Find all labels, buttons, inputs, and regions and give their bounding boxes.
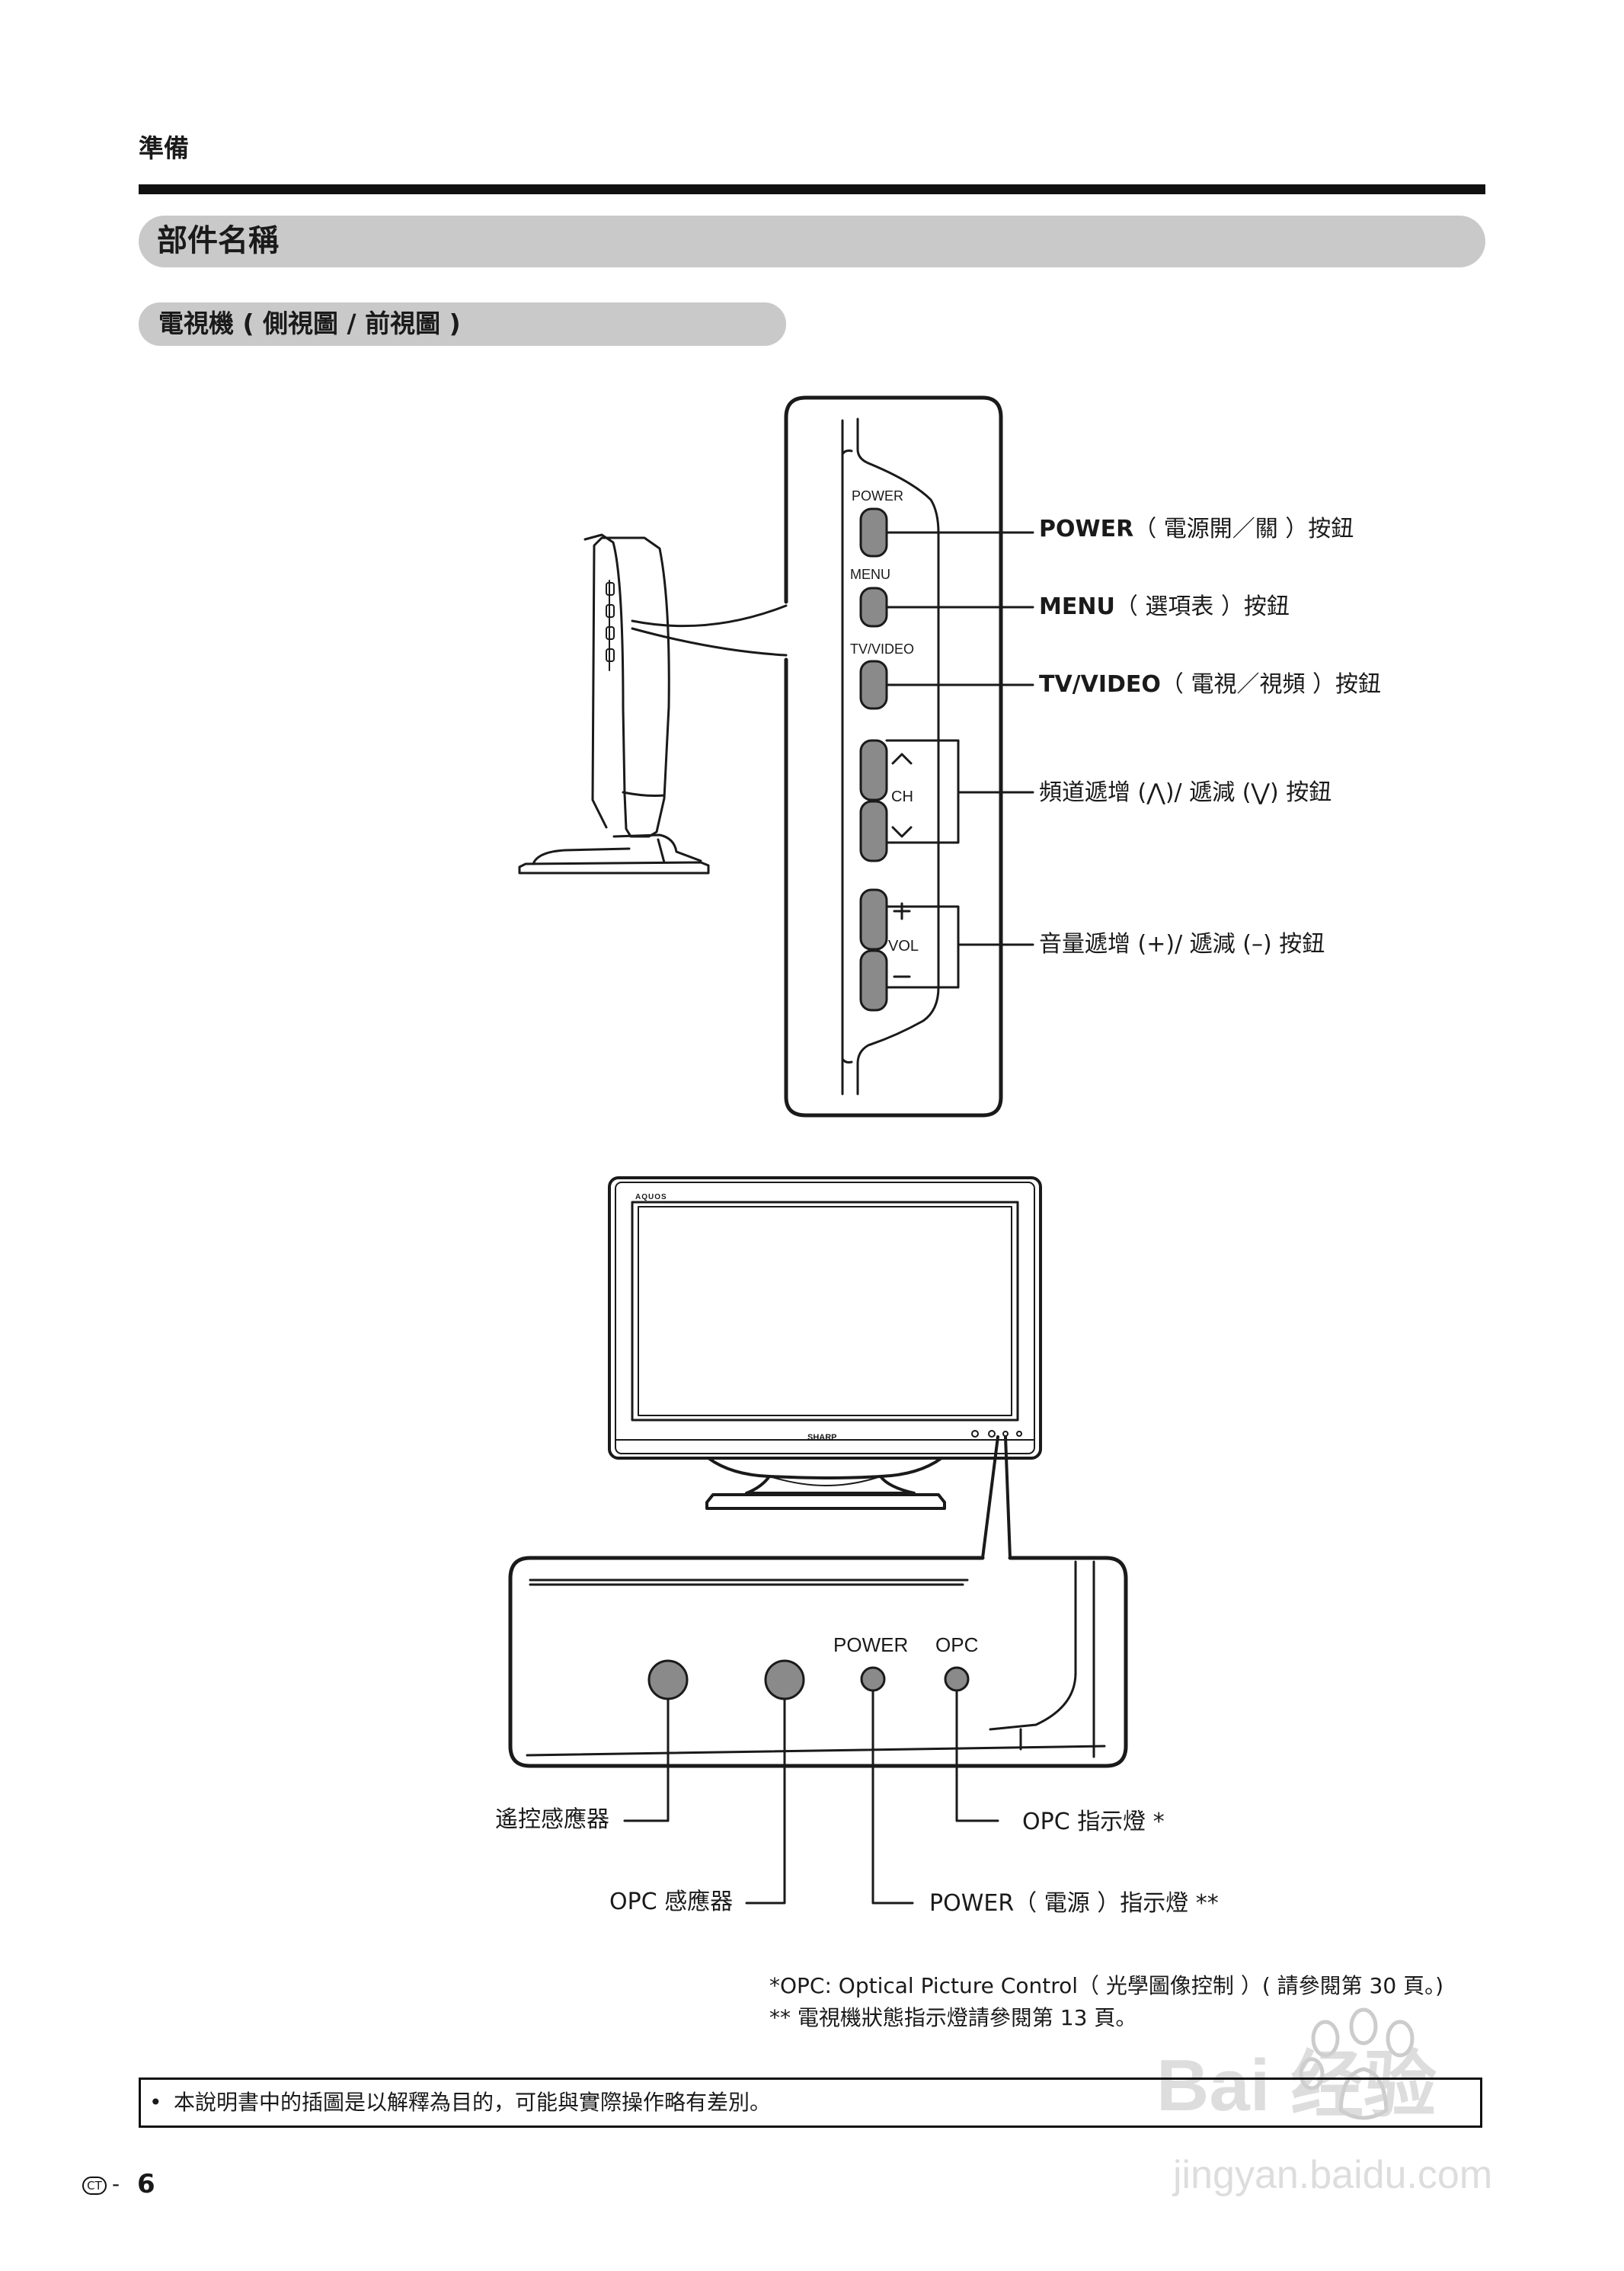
front-power-label: POWER	[833, 1633, 908, 1656]
brand-sharp: SHARP	[807, 1433, 837, 1442]
page-subtitle: 電視機 ( 側視圖 / 前視圖 )	[158, 309, 461, 338]
front-opc-label: OPC	[935, 1633, 978, 1656]
side-control-panel	[784, 395, 1034, 1118]
vol-button-text: VOL	[888, 938, 919, 955]
callout-tvvideo-button: TV/VIDEO（ 電視／視頻 ）按鈕	[1039, 671, 1381, 698]
subtitle-bar	[139, 302, 786, 346]
tv-front-view	[608, 1176, 1042, 1559]
front-control-panel	[508, 1556, 1128, 1905]
power-button-text: POWER	[852, 488, 903, 504]
tv-side-view	[518, 533, 788, 875]
tvvideo-button-text: TV/VIDEO	[850, 641, 914, 657]
section-label: 準備	[139, 133, 189, 163]
page-separator: -	[112, 2171, 120, 2196]
callout-volume-buttons: 音量遞增 (+)/ 遞減 (–) 按鈕	[1039, 931, 1325, 958]
ch-button-text: CH	[891, 788, 913, 805]
title-bar	[139, 216, 1485, 267]
header-rule	[139, 184, 1485, 194]
note-box	[139, 2077, 1482, 2128]
callout-opc-indicator: OPC 指示燈 *	[1022, 1809, 1165, 1835]
callout-remote-sensor: 遙控感應器	[495, 1806, 609, 1833]
note-text: 本說明書中的插圖是以解釋為目的，可能與實際操作略有差別。	[174, 2090, 772, 2115]
watermark-url: jingyan.baidu.com	[1172, 2153, 1492, 2197]
watermark-text: Bai 经验	[1156, 2045, 1437, 2126]
callout-menu-button: MENU（ 選項表 ）按鈕	[1039, 593, 1290, 620]
callout-power-button: POWER（ 電源開／關 ）按鈕	[1039, 516, 1354, 542]
callout-channel-buttons: 頻道遞增 (⋀)/ 遞減 (⋁) 按鈕	[1039, 779, 1332, 806]
menu-button-text: MENU	[850, 567, 890, 582]
footnote-status: ** 電視機狀態指示燈請參閱第 13 頁。	[769, 2005, 1137, 2030]
note-bullet: •	[149, 2090, 162, 2115]
watermark-paw	[1299, 2007, 1415, 2120]
page-title: 部件名稱	[157, 223, 279, 258]
callout-opc-sensor: OPC 感應器	[609, 1889, 734, 1915]
footnotes: *OPC: Optical Picture Control（ 光學圖像控制 ）(…	[769, 1970, 1443, 2034]
callout-power-indicator: POWER（ 電源 ）指示燈 **	[929, 1890, 1219, 1917]
footnote-opc: *OPC: Optical Picture Control（ 光學圖像控制 ）(…	[769, 1973, 1443, 1998]
page-number: 6	[137, 2169, 155, 2199]
language-badge: CT	[82, 2177, 107, 2195]
brand-aquos: AQUOS	[635, 1193, 667, 1201]
